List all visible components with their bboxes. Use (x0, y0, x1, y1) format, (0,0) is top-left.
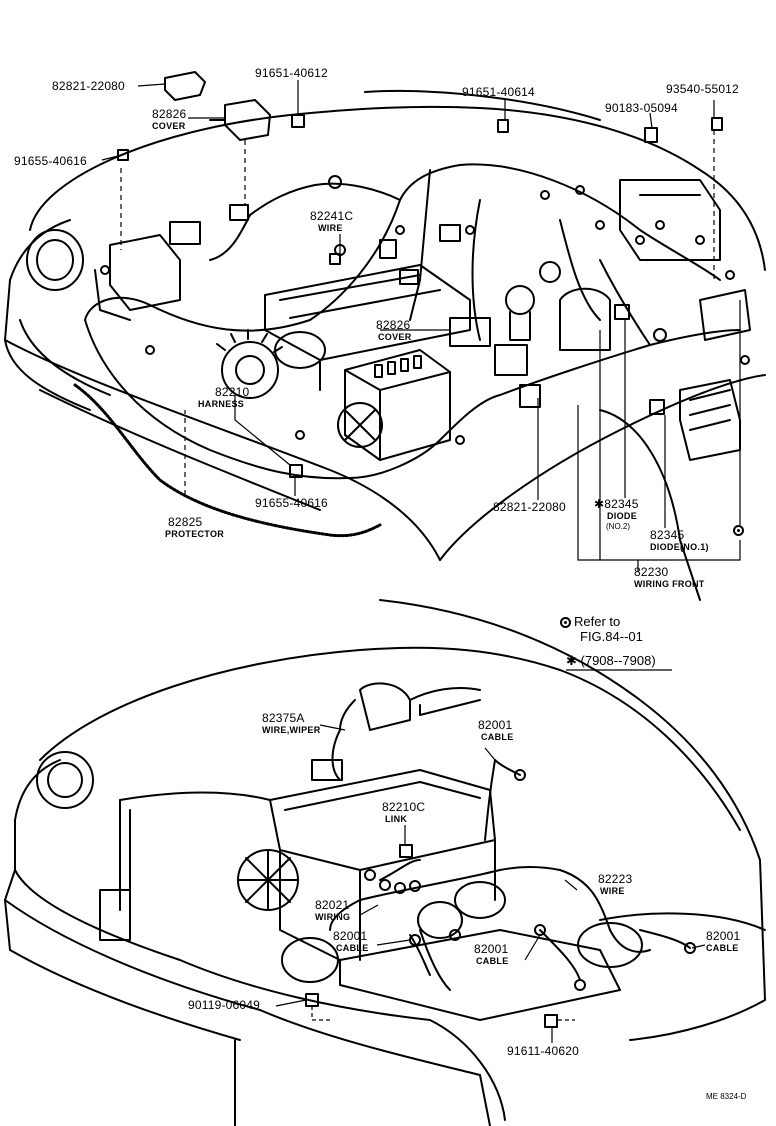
top-booster-and-relays (505, 179, 751, 461)
figure-code: ME 8324-D (706, 1092, 747, 1101)
refer-symbol-mark (733, 522, 747, 538)
top-protector (73, 383, 382, 538)
bottom-wiper-harness (311, 682, 526, 841)
part-number-90183-05094: 90183-05094 (605, 101, 678, 115)
part-name-diode-no2: DIODE (607, 511, 638, 521)
part-number-82210: 82210 (215, 385, 250, 399)
part-name-diode-no1: DIODE(NO.1) (650, 542, 709, 552)
part-number-91651-40614: 91651-40614 (462, 85, 535, 99)
part-number-82001-center: 82001 (474, 942, 509, 956)
part-name-cover-mid: COVER (378, 332, 412, 342)
part-number-82021: 82021 (315, 898, 350, 912)
part-name-cable-top: CABLE (481, 732, 514, 742)
revision-star-mark: ✱ (594, 497, 605, 511)
part-number-82210c: 82210C (382, 800, 426, 814)
bottom-engine (237, 769, 621, 1021)
part-name-wire-wiper: WIRE,WIPER (262, 725, 321, 735)
part-number-82825: 82825 (168, 515, 203, 529)
part-number-82001-left: 82001 (333, 929, 368, 943)
note-refer-to: Refer to (560, 615, 620, 628)
part-number-82223: 82223 (598, 872, 633, 886)
top-engine-block (216, 264, 471, 399)
bottom-car-body (4, 599, 766, 1126)
part-name-cable-left: CABLE (336, 943, 369, 953)
part-number-82345-no1: 82345 (650, 528, 685, 542)
bottom-link-and-wiring (305, 844, 696, 1028)
note-refer-to-text: Refer to (574, 614, 621, 629)
note-figure-reference: FIG.84--01 (580, 629, 643, 644)
part-number-91655-40616-bottom: 91655-40616 (255, 496, 328, 510)
part-name-link: LINK (385, 814, 408, 824)
top-battery (344, 349, 451, 461)
top-radiator-fan (337, 402, 383, 448)
part-number-82230: 82230 (634, 565, 669, 579)
part-number-90119-06049: 90119-06049 (188, 998, 261, 1012)
part-number-82826-mid: 82826 (376, 318, 411, 332)
refer-symbol-icon (733, 525, 744, 536)
top-small-parts (117, 71, 723, 347)
top-main-harness (84, 163, 741, 480)
part-number-82001-right: 82001 (706, 929, 741, 943)
part-name-wiring-front: WIRING FRONT (634, 579, 705, 589)
part-number-82001-top: 82001 (478, 718, 513, 732)
part-number-91651-40612: 91651-40612 (255, 66, 328, 80)
part-number-91611-40620: 91611-40620 (507, 1044, 580, 1058)
part-name-cable-center: CABLE (476, 956, 509, 966)
top-car-body (4, 89, 766, 601)
part-name-harness: HARNESS (198, 399, 245, 409)
part-name-cover-top: COVER (152, 121, 186, 131)
part-name-wiring: WIRING (315, 912, 351, 922)
part-number-82826-top: 82826 (152, 107, 187, 121)
part-number-82375a: 82375A (262, 711, 305, 725)
part-name-wire-top: WIRE (318, 223, 343, 233)
part-name-protector: PROTECTOR (165, 529, 225, 539)
part-name-no2: (NO.2) (606, 522, 630, 531)
part-name-wire-82223: WIRE (600, 886, 625, 896)
refer-symbol-icon (560, 617, 571, 628)
part-number-82345-no2-text: 82345 (604, 497, 639, 511)
top-left-fender-parts (94, 221, 201, 321)
part-number-91655-40616-top: 91655-40616 (14, 154, 87, 168)
part-name-cable-right: CABLE (706, 943, 739, 953)
part-number-82821-22080-top: 82821-22080 (52, 79, 125, 93)
part-number-82821-22080-mid: 82821-22080 (493, 500, 566, 514)
part-number-82241c: 82241C (310, 209, 354, 223)
part-number-93540-55012: 93540-55012 (666, 82, 739, 96)
note-production-range: ✱ (7908--7908) (566, 653, 656, 668)
part-number-82345-no2: ✱82345 (594, 498, 639, 510)
top-harness-connectors (100, 175, 750, 478)
